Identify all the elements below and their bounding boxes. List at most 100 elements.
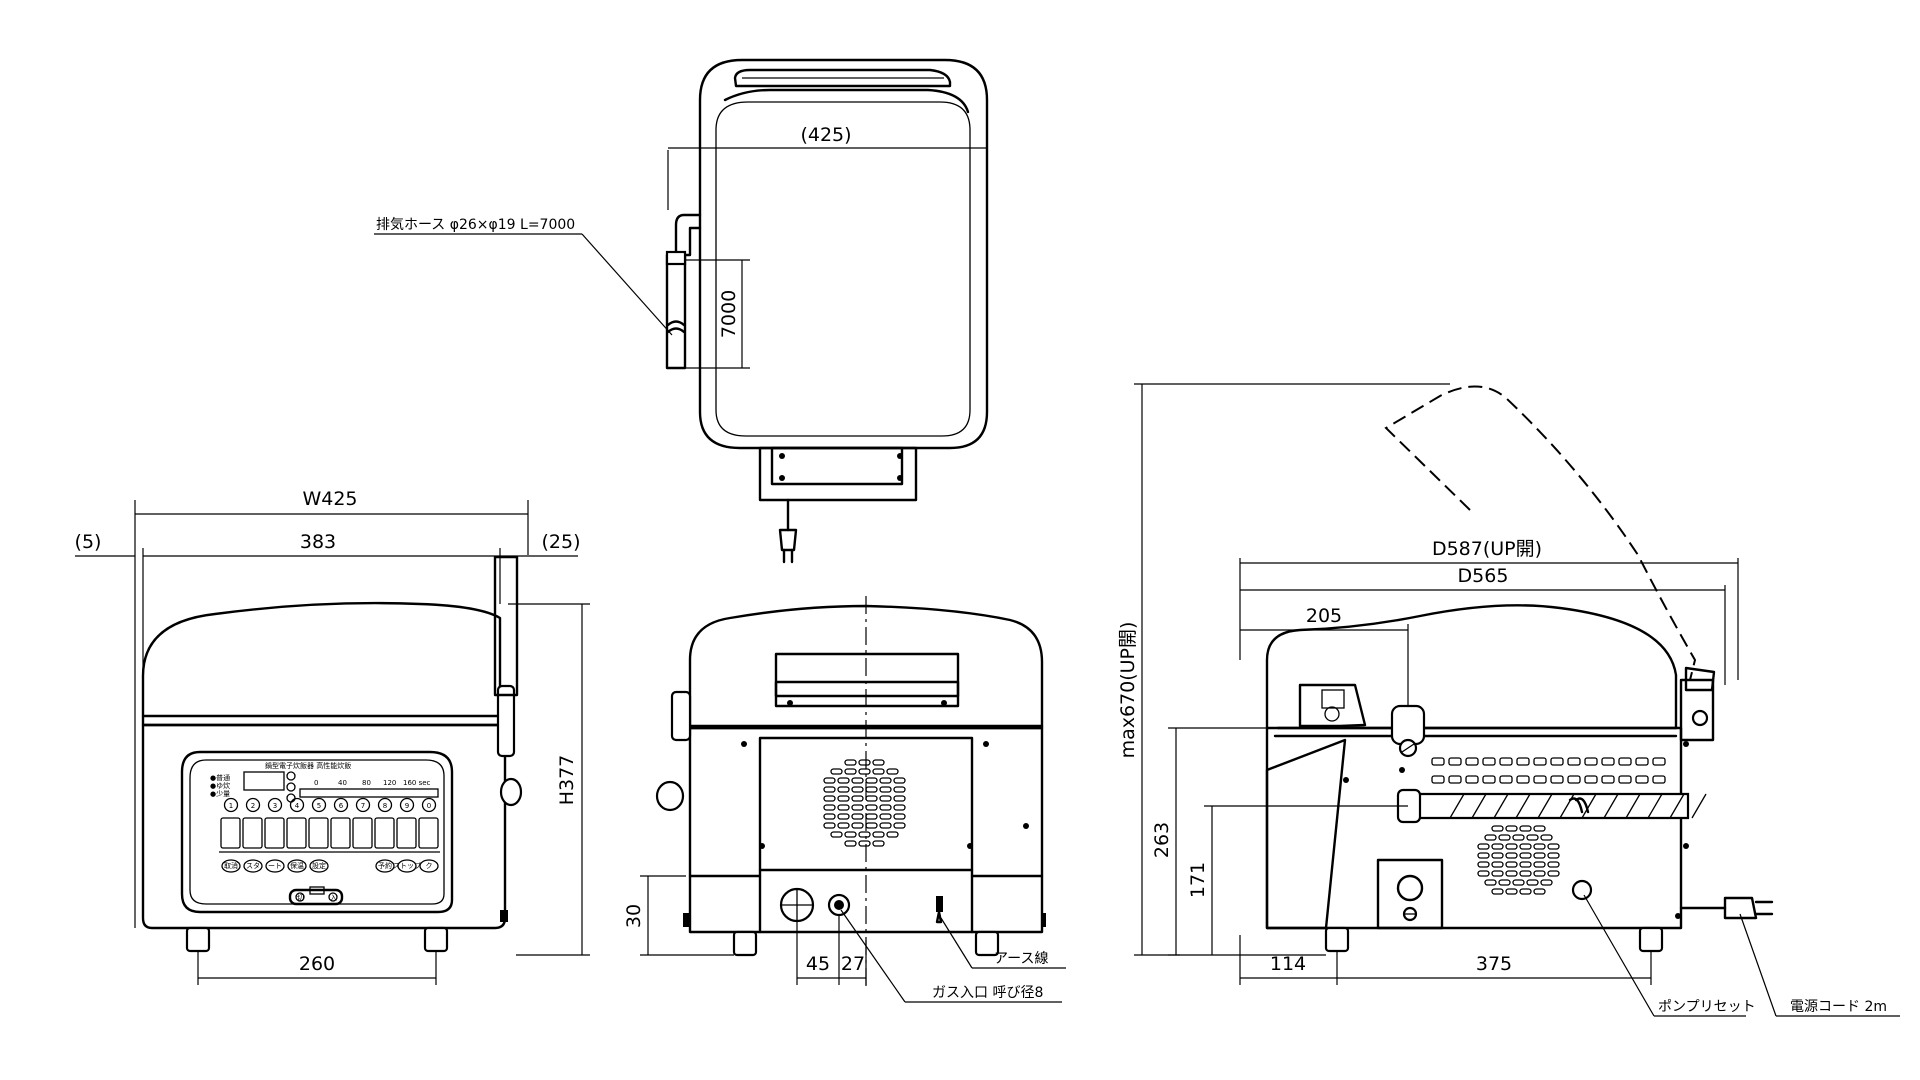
number-key[interactable] bbox=[355, 797, 371, 813]
number-key[interactable] bbox=[223, 797, 239, 813]
vent-slot bbox=[865, 804, 878, 811]
vent-slot bbox=[1547, 870, 1560, 877]
hose-length-label: 7000 bbox=[718, 290, 740, 338]
vent-slot bbox=[1491, 852, 1504, 859]
number-key[interactable] bbox=[333, 797, 349, 813]
menu-key[interactable] bbox=[264, 817, 285, 849]
side-slot bbox=[1618, 757, 1632, 766]
rear-view-earth-terminal bbox=[936, 896, 943, 912]
panel-row-label: ●ゆ炊 bbox=[210, 781, 230, 790]
menu-key[interactable] bbox=[308, 817, 329, 849]
number-key[interactable] bbox=[399, 797, 415, 813]
vent-slot bbox=[1519, 843, 1532, 850]
number-key-label: 5 bbox=[317, 802, 321, 810]
side-slot bbox=[1652, 757, 1666, 766]
menu-key[interactable] bbox=[396, 817, 417, 849]
panel-bottom-switch[interactable] bbox=[288, 888, 344, 906]
menu-key[interactable] bbox=[374, 817, 395, 849]
side-slot bbox=[1550, 757, 1564, 766]
vent-slot bbox=[1505, 861, 1518, 868]
number-key[interactable] bbox=[377, 797, 393, 813]
front-view-foot bbox=[185, 926, 211, 953]
menu-key[interactable] bbox=[286, 817, 307, 849]
vent-slot bbox=[879, 813, 892, 820]
function-key[interactable] bbox=[309, 859, 329, 873]
vent-slot bbox=[823, 795, 836, 802]
vent-slot bbox=[858, 759, 871, 766]
side-view-pump-reset[interactable] bbox=[1571, 879, 1593, 901]
vent-slot bbox=[1477, 852, 1490, 859]
function-key[interactable] bbox=[287, 859, 307, 873]
top-view-lid-window bbox=[723, 88, 970, 114]
leader-line bbox=[940, 917, 973, 969]
vent-slot bbox=[865, 813, 878, 820]
vent-slot bbox=[1547, 852, 1560, 859]
top-view-screw bbox=[897, 453, 903, 459]
menu-key[interactable] bbox=[220, 817, 241, 849]
side-slot bbox=[1499, 757, 1513, 766]
side-slot bbox=[1533, 775, 1547, 784]
menu-key[interactable] bbox=[418, 817, 439, 849]
number-key[interactable] bbox=[311, 797, 327, 813]
number-key[interactable] bbox=[421, 797, 437, 813]
function-key[interactable] bbox=[265, 859, 285, 873]
side-slot bbox=[1448, 757, 1462, 766]
number-key-label: 6 bbox=[339, 802, 344, 810]
panel-indicator bbox=[286, 782, 296, 792]
panel-scale-120: 120 bbox=[383, 779, 396, 787]
vent-slot bbox=[872, 759, 885, 766]
menu-key[interactable] bbox=[330, 817, 351, 849]
menu-key[interactable] bbox=[352, 817, 373, 849]
vent-slot bbox=[1519, 888, 1532, 895]
hose-stripe bbox=[1471, 793, 1487, 819]
vent-slot bbox=[872, 840, 885, 847]
front-height-label: H377 bbox=[556, 755, 578, 806]
vent-slot bbox=[865, 795, 878, 802]
side-slot bbox=[1465, 757, 1479, 766]
vent-slot bbox=[1519, 852, 1532, 859]
earth-wire-label: アース線 bbox=[994, 951, 1048, 967]
vent-slot bbox=[1533, 888, 1546, 895]
number-key[interactable] bbox=[289, 797, 305, 813]
rear-view-screw bbox=[941, 700, 947, 706]
side-view-screw bbox=[1343, 777, 1349, 783]
function-key[interactable] bbox=[397, 859, 417, 873]
function-key[interactable] bbox=[243, 859, 263, 873]
side-slot bbox=[1618, 775, 1632, 784]
hose-stripe bbox=[1691, 793, 1707, 819]
function-key[interactable] bbox=[221, 859, 241, 873]
function-key[interactable] bbox=[419, 859, 439, 873]
panel-indicator bbox=[286, 793, 296, 803]
side-view-screw bbox=[1675, 913, 1681, 919]
vent-slot bbox=[879, 777, 892, 784]
number-key-label: 4 bbox=[295, 802, 300, 810]
switch-off-indicator bbox=[295, 892, 305, 902]
vent-slot bbox=[893, 786, 906, 793]
side-slot bbox=[1533, 757, 1547, 766]
vent-slot bbox=[872, 831, 885, 838]
vent-slot bbox=[1526, 834, 1539, 841]
vent-slot bbox=[1491, 888, 1504, 895]
function-key[interactable] bbox=[375, 859, 395, 873]
side-slot bbox=[1567, 775, 1581, 784]
number-key-label: 2 bbox=[251, 802, 255, 810]
front-feet-spacing-label: 260 bbox=[299, 953, 335, 975]
front-view-side-bar bbox=[493, 555, 519, 697]
front-width-inner-label: 383 bbox=[300, 531, 336, 553]
vent-slot bbox=[1484, 879, 1497, 886]
side-slot bbox=[1601, 775, 1615, 784]
rear-view: 30 45 27 ガス入口 呼び径8 アース線 bbox=[623, 596, 1066, 1003]
front-left-offset-label: (5) bbox=[75, 531, 102, 553]
side-dim-205-label: 205 bbox=[1306, 605, 1342, 627]
function-key-label: 取消 bbox=[224, 861, 238, 870]
panel-scale-0: 0 bbox=[314, 779, 318, 787]
vent-slot bbox=[1491, 825, 1504, 832]
front-view: 鍋型電子炊飯器 高性能炊飯 ●普通 ●ゆ炊 ●少量 0 40 80 120 16… bbox=[75, 488, 590, 985]
vent-slot bbox=[1540, 834, 1553, 841]
number-key[interactable] bbox=[245, 797, 261, 813]
menu-key[interactable] bbox=[242, 817, 263, 849]
function-key-label: ート bbox=[268, 862, 282, 870]
number-key[interactable] bbox=[267, 797, 283, 813]
front-view-foot bbox=[423, 926, 449, 953]
